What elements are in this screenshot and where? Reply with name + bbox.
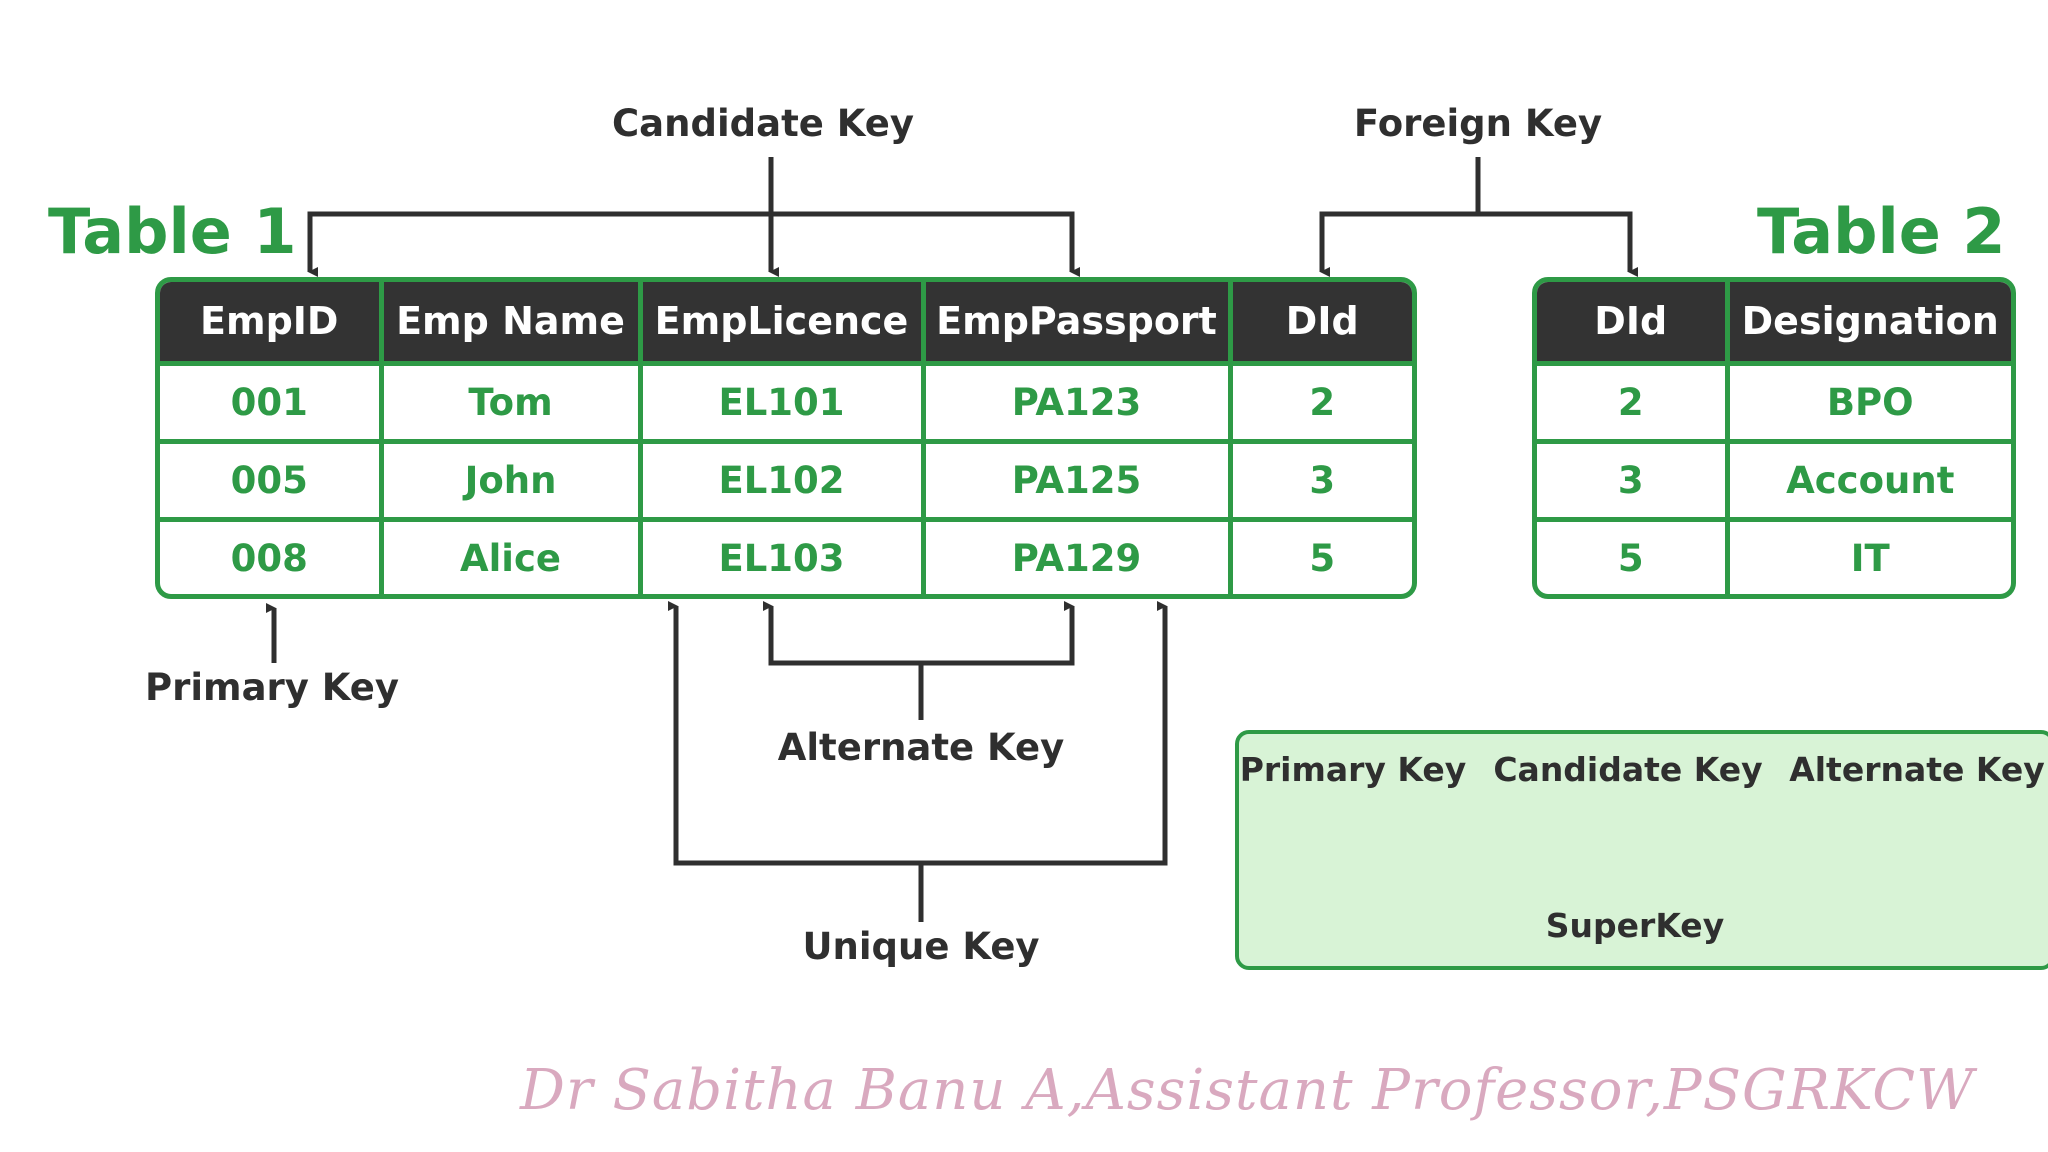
- cell-did: 5: [1537, 517, 1730, 594]
- header-empid: EmpID: [160, 282, 384, 363]
- cell-did: 3: [1537, 438, 1730, 520]
- superkey-alternate-key: Alternate Key: [1789, 750, 2045, 789]
- superkey-candidate-key: Candidate Key: [1493, 750, 1763, 789]
- table2: DId Designation 2 BPO 3 Account 5 IT: [1532, 277, 2016, 599]
- table1-header-row: EmpID Emp Name EmpLicence EmpPassport DI…: [160, 282, 1412, 363]
- table2-header-row: DId Designation: [1537, 282, 2011, 363]
- cell-emppassport: PA123: [923, 360, 1233, 442]
- table-row: 008 Alice EL103 PA129 5: [160, 517, 1412, 594]
- alternate-key-label: Alternate Key: [777, 726, 1065, 769]
- table-row: 3 Account: [1537, 438, 2011, 520]
- cell-did: 2: [1537, 360, 1730, 442]
- header-emp-name: Emp Name: [381, 282, 643, 363]
- cell-emppassport: PA129: [923, 517, 1233, 594]
- header-did: DId: [1537, 282, 1730, 363]
- superkey-result: SuperKey: [1545, 906, 1725, 945]
- cell-emplicence: EL102: [640, 438, 926, 520]
- cell-designation: IT: [1727, 517, 2011, 594]
- table1: EmpID Emp Name EmpLicence EmpPassport DI…: [155, 277, 1417, 599]
- candidate-key-bracket: [307, 211, 1075, 265]
- cell-emplicence: EL101: [640, 360, 926, 442]
- superkey-primary-key: Primary Key: [1239, 750, 1467, 789]
- table-row: 001 Tom EL101 PA123 2: [160, 360, 1412, 442]
- cell-did: 5: [1230, 517, 1412, 594]
- cell-did: 3: [1230, 438, 1412, 520]
- unique-key-label: Unique Key: [802, 925, 1040, 968]
- cell-emplicence: EL103: [640, 517, 926, 594]
- foreign-key-bracket: [1319, 211, 1633, 265]
- table-row: 005 John EL102 PA125 3: [160, 438, 1412, 520]
- cell-empid: 005: [160, 438, 384, 520]
- cell-emp-name: John: [381, 438, 643, 520]
- table2-title: Table 2: [1757, 195, 2006, 268]
- table1-title: Table 1: [48, 195, 297, 268]
- cell-emppassport: PA125: [923, 438, 1233, 520]
- table-row: 2 BPO: [1537, 360, 2011, 442]
- foreign-key-label: Foreign Key: [1353, 102, 1603, 145]
- cell-emp-name: Tom: [381, 360, 643, 442]
- superkey-box: [1235, 730, 2048, 970]
- cell-empid: 001: [160, 360, 384, 442]
- header-did: DId: [1230, 282, 1412, 363]
- cell-designation: BPO: [1727, 360, 2011, 442]
- author-watermark: Dr Sabitha Banu A,Assistant Professor,PS…: [520, 1058, 1975, 1123]
- header-designation: Designation: [1727, 282, 2011, 363]
- cell-empid: 008: [160, 517, 384, 594]
- primary-key-label: Primary Key: [144, 666, 400, 709]
- header-emplicence: EmpLicence: [640, 282, 926, 363]
- table-row: 5 IT: [1537, 517, 2011, 594]
- cell-designation: Account: [1727, 438, 2011, 520]
- candidate-key-label: Candidate Key: [612, 102, 914, 145]
- alternate-key-bracket: [768, 610, 1075, 666]
- header-emppassport: EmpPassport: [923, 282, 1233, 363]
- cell-emp-name: Alice: [381, 517, 643, 594]
- cell-did: 2: [1230, 360, 1412, 442]
